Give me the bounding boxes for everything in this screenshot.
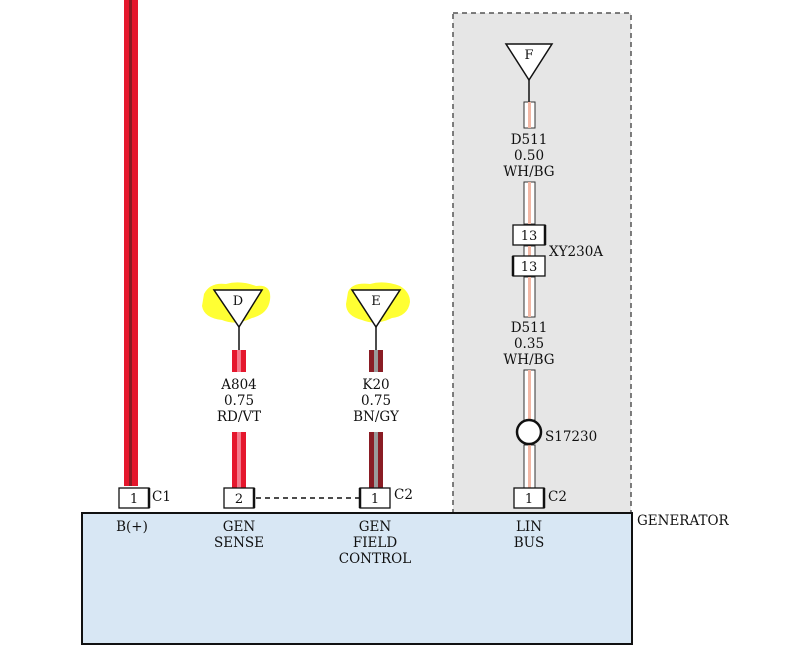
terminal-bplus-label: B(+) [116,519,148,535]
wire-k20-label: K20 0.75 BN/GY [353,377,400,425]
svg-text:WH/BG: WH/BG [503,164,554,180]
inline-connector-label: XY230A [549,244,603,260]
pin-gen-sense: 2 [223,487,256,509]
svg-text:C1: C1 [152,489,171,505]
svg-text:0.75: 0.75 [224,393,254,409]
ground-ref-e-label: E [371,294,381,309]
svg-text:0.35: 0.35 [514,336,544,352]
terminal-gen-field-label-2: FIELD [353,535,398,551]
svg-text:C2: C2 [394,487,413,503]
svg-text:D511: D511 [511,132,548,148]
svg-text:13: 13 [521,260,538,275]
inline-connector-xy230a: 13 13 XY230A [511,224,603,277]
wire-bplus [124,0,138,486]
terminal-gen-field-label-1: GEN [359,519,392,535]
svg-text:1: 1 [130,492,138,507]
terminal-gen-field-label-3: CONTROL [339,551,411,567]
wire-d511-lower-label: D511 0.35 WH/BG [503,320,554,368]
svg-text:BN/GY: BN/GY [353,409,400,425]
terminal-lin-label-2: BUS [514,535,545,551]
wire-k20 [369,350,383,488]
ground-ref-e: E [346,282,410,350]
svg-text:C2: C2 [548,489,567,505]
svg-text:13: 13 [521,229,538,244]
wire-d511-upper-label: D511 0.50 WH/BG [503,132,554,180]
wire-d511 [523,101,536,489]
pin-bplus: 1 C1 [118,487,171,509]
svg-text:1: 1 [371,492,379,507]
terminal-gen-sense-label-2: SENSE [214,535,264,551]
terminal-lin-label-1: LIN [516,519,542,535]
ground-ref-d-label: D [233,294,243,309]
wire-a804 [232,350,246,488]
svg-text:WH/BG: WH/BG [503,352,554,368]
terminal-gen-sense-label-1: GEN [223,519,256,535]
pin-gen-field: 1 C2 [358,487,413,509]
component-name: GENERATOR [637,513,730,529]
svg-text:2: 2 [235,492,243,507]
ground-ref-d: D [202,282,271,350]
wire-a804-label: A804 0.75 RD/VT [217,377,261,425]
ground-ref-f: F [504,43,554,102]
ground-ref-f-label: F [524,48,533,63]
svg-text:1: 1 [525,492,533,507]
svg-text:0.50: 0.50 [514,148,544,164]
svg-text:A804: A804 [220,377,257,393]
svg-text:0.75: 0.75 [361,393,391,409]
splice-label: S17230 [545,429,597,445]
svg-text:D511: D511 [511,320,548,336]
pin-lin: 1 C2 [513,487,567,509]
svg-text:RD/VT: RD/VT [217,409,261,425]
svg-text:K20: K20 [362,377,389,393]
splice-s17230: S17230 [515,418,597,446]
generator-module [81,512,633,645]
